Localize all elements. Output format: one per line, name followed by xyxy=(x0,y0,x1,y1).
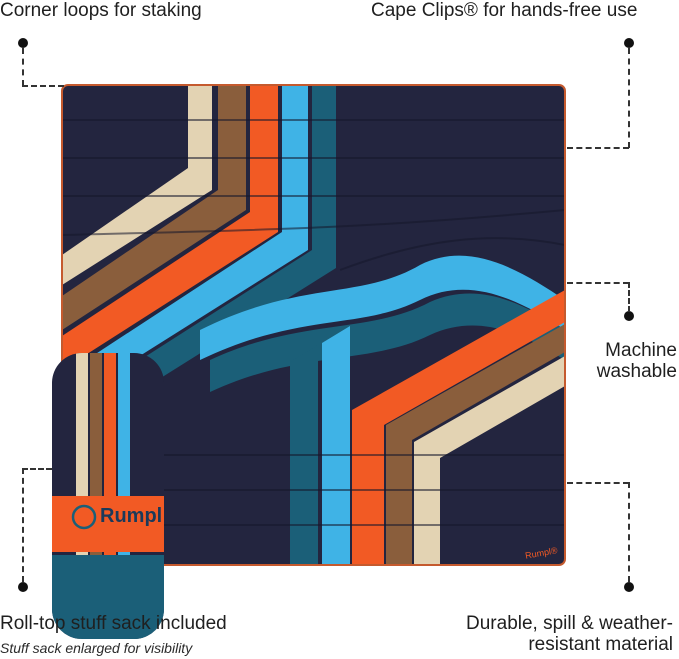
corner-loops-leader-h xyxy=(22,85,64,87)
blanket xyxy=(62,85,565,565)
stuff-sack xyxy=(52,353,164,639)
cape-clips-label: Cape Clips® for hands-free use xyxy=(371,0,638,21)
machine-washable-leader xyxy=(628,282,630,312)
sack-logo-icon xyxy=(71,504,97,530)
durable-label-1: Durable, spill & weather- xyxy=(466,613,673,634)
durable-dot xyxy=(624,582,634,592)
machine-washable-label-2: washable xyxy=(596,361,677,382)
machine-washable-label-1: Machine xyxy=(605,340,677,361)
stuff-sack-leader-h xyxy=(22,468,52,470)
machine-washable-leader-h xyxy=(567,282,629,284)
corner-loops-leader xyxy=(22,48,24,86)
stuff-sack-label: Roll-top stuff sack included xyxy=(0,613,227,634)
cape-clips-leader-h xyxy=(567,147,629,149)
durable-leader-h xyxy=(567,482,629,484)
stuff-sack-leader xyxy=(22,468,24,582)
machine-washable-dot xyxy=(624,311,634,321)
stuff-sack-note: Stuff sack enlarged for visibility xyxy=(0,640,193,656)
corner-loops-dot xyxy=(18,38,28,48)
corner-loops-label: Corner loops for staking xyxy=(0,0,202,21)
durable-leader xyxy=(628,482,630,582)
stuff-sack-dot xyxy=(18,582,28,592)
durable-label-2: resistant material xyxy=(528,634,673,655)
cape-clips-leader xyxy=(628,48,630,148)
cape-clips-dot xyxy=(624,38,634,48)
sack-logo-text: Rumpl xyxy=(100,505,163,527)
